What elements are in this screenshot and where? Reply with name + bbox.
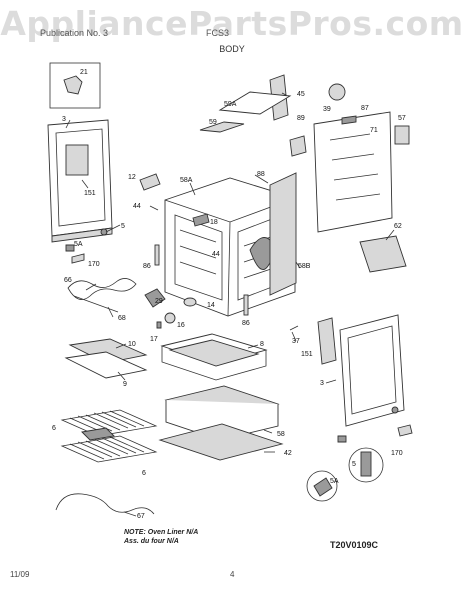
broil-element bbox=[67, 278, 137, 300]
callout-88: 88 bbox=[257, 171, 265, 178]
callout-5-right: 5 bbox=[352, 461, 356, 468]
callout-5a-right: 5A bbox=[330, 478, 339, 485]
callout-45: 45 bbox=[297, 91, 305, 98]
inset-frame-21 bbox=[49, 62, 101, 109]
oven-racks bbox=[60, 409, 158, 463]
callout-62: 62 bbox=[394, 223, 402, 230]
callout-39: 39 bbox=[323, 106, 331, 113]
part-21-shape bbox=[63, 75, 83, 95]
note-line-1: NOTE: Oven Liner N/A bbox=[124, 529, 199, 536]
part-16 bbox=[164, 312, 176, 324]
callout-86-right: 86 bbox=[242, 320, 250, 327]
callout-44-left: 44 bbox=[133, 203, 141, 210]
callout-21: 21 bbox=[80, 69, 88, 76]
callout-66: 66 bbox=[64, 277, 72, 284]
callout-17: 17 bbox=[150, 336, 158, 343]
part-37-screw bbox=[289, 325, 299, 331]
callout-5-left: 5 bbox=[121, 223, 125, 230]
callout-59a: 59A bbox=[224, 101, 237, 108]
hinge-5a-right bbox=[337, 435, 347, 443]
callout-71: 71 bbox=[370, 127, 378, 134]
diagram-code: T20V0109C bbox=[330, 540, 379, 550]
hinge-170-left bbox=[71, 253, 85, 264]
callout-151-left: 151 bbox=[84, 190, 96, 197]
callout-59: 59 bbox=[209, 119, 217, 126]
part-59a bbox=[218, 91, 292, 115]
right-door-frame bbox=[317, 314, 405, 427]
footer-page-number: 4 bbox=[230, 570, 235, 579]
part-17 bbox=[156, 321, 162, 329]
part-39-gas-inlet bbox=[328, 83, 346, 101]
note-line-2: Ass. du four N/A bbox=[124, 538, 179, 545]
callout-151-right: 151 bbox=[301, 351, 313, 358]
rear-back-panel bbox=[313, 111, 393, 233]
broil-pan bbox=[64, 351, 148, 379]
part-86-left bbox=[154, 244, 160, 266]
part-14-sensor bbox=[183, 297, 197, 307]
callout-58b: 58B bbox=[298, 263, 311, 270]
callout-58: 58 bbox=[277, 431, 285, 438]
callout-67: 67 bbox=[137, 513, 145, 520]
callout-89: 89 bbox=[297, 115, 305, 122]
section-title: BODY bbox=[219, 44, 245, 54]
callout-18: 18 bbox=[210, 219, 218, 226]
callout-3-left: 3 bbox=[62, 116, 66, 123]
callout-14: 14 bbox=[207, 302, 215, 309]
part-12-ignitor bbox=[139, 173, 161, 191]
header-model: FCS3 bbox=[206, 28, 230, 38]
part-87 bbox=[341, 115, 357, 125]
part-59 bbox=[199, 121, 245, 133]
part-57-label bbox=[394, 125, 410, 145]
bake-element bbox=[55, 493, 155, 515]
callout-6-bottom: 6 bbox=[142, 470, 146, 477]
callout-86-left: 86 bbox=[143, 263, 151, 270]
hinge-5a-left bbox=[65, 244, 75, 252]
inset-circle-5a bbox=[306, 470, 338, 502]
header-publication: Publication No. 3 bbox=[40, 28, 109, 38]
callout-170-right: 170 bbox=[391, 450, 403, 457]
part-89-bracket bbox=[289, 135, 307, 157]
inset-circle-5 bbox=[348, 447, 384, 483]
part-62-bracket bbox=[359, 235, 407, 273]
callout-8: 8 bbox=[260, 341, 264, 348]
hinge-170-right bbox=[397, 424, 413, 437]
base-42 bbox=[158, 423, 284, 461]
callout-29: 29 bbox=[155, 298, 163, 305]
part-18 bbox=[192, 213, 210, 227]
callout-58a: 58A bbox=[180, 177, 193, 184]
part-callouts: 21 3 151 5 5A 170 66 68 45 59A 59 12 44 … bbox=[52, 69, 406, 520]
callout-170-left: 170 bbox=[88, 261, 100, 268]
callout-16: 16 bbox=[177, 322, 185, 329]
callout-12: 12 bbox=[128, 174, 136, 181]
part-86-right bbox=[243, 294, 249, 316]
oven-body-cabinet bbox=[164, 177, 296, 317]
watermark: AppliancePartsPros.com bbox=[0, 4, 464, 43]
hinge-5-left bbox=[100, 228, 108, 236]
left-door-frame bbox=[47, 119, 113, 243]
callout-57: 57 bbox=[398, 115, 406, 122]
leader-lines bbox=[65, 92, 395, 517]
callout-3-right: 3 bbox=[320, 380, 324, 387]
callout-37: 37 bbox=[292, 338, 300, 345]
insulation-panel-58b bbox=[269, 172, 297, 296]
callout-68: 68 bbox=[118, 315, 126, 322]
callout-6-top: 6 bbox=[52, 425, 56, 432]
callout-5a-left: 5A bbox=[74, 241, 83, 248]
part-29-valve bbox=[144, 288, 166, 308]
callout-10: 10 bbox=[128, 341, 136, 348]
callout-44-right: 44 bbox=[212, 251, 220, 258]
diagram-note: NOTE: Oven Liner N/A Ass. du four N/A bbox=[124, 528, 198, 546]
footer-date: 11/09 bbox=[10, 570, 30, 579]
callout-9: 9 bbox=[123, 381, 127, 388]
callout-42: 42 bbox=[284, 450, 292, 457]
callout-87: 87 bbox=[361, 105, 369, 112]
